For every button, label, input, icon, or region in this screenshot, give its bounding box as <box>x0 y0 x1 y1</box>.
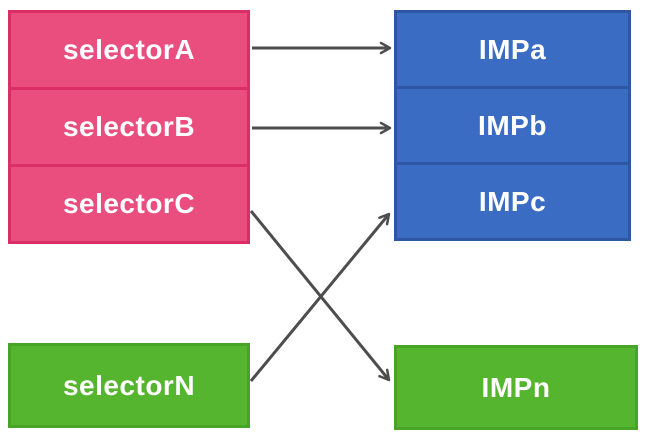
node-IMPc: IMPc <box>394 162 631 241</box>
node-IMPa: IMPa <box>394 10 631 89</box>
node-selectorB: selectorB <box>8 87 250 167</box>
node-selectorA: selectorA <box>8 10 250 90</box>
arrow-selectorN-IMPc <box>249 212 391 382</box>
arrow-selectorC-IMPn <box>249 210 391 382</box>
imp-stack: IMPa IMPb IMPc <box>394 10 631 241</box>
node-selectorN: selectorN <box>8 343 250 428</box>
node-IMPb: IMPb <box>394 86 631 165</box>
node-IMPn: IMPn <box>394 345 638 430</box>
selector-stack: selectorA selectorB selectorC <box>8 10 250 244</box>
node-selectorC: selectorC <box>8 164 250 244</box>
